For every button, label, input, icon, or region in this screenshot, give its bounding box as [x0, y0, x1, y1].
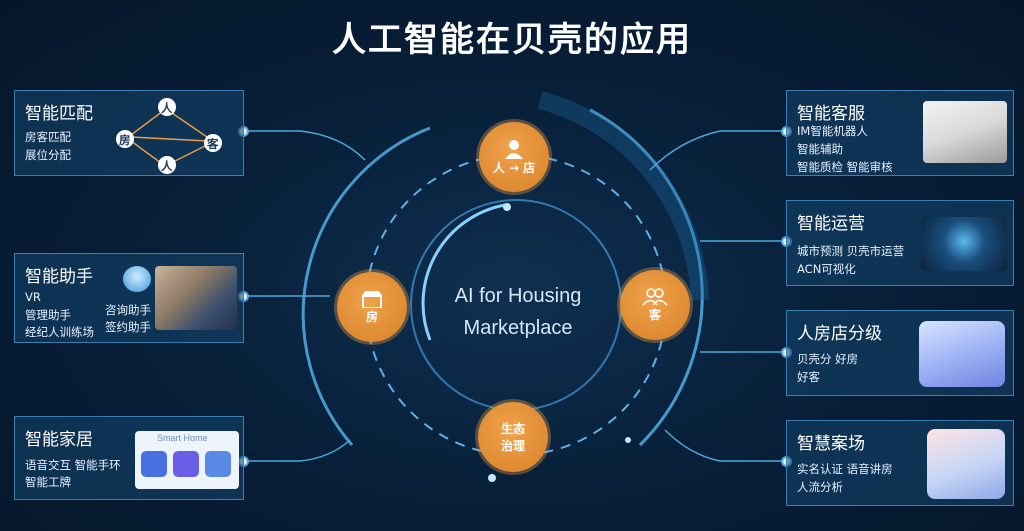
panel-line: 人流分析 [797, 480, 843, 494]
grading-illustration [919, 321, 1005, 387]
sales-site-illustration [927, 429, 1005, 499]
panel-line: VR [25, 290, 41, 304]
panel-title: 智能助手 [25, 267, 93, 287]
panel-line: 经纪人训练场 [25, 325, 94, 339]
operation-chart-image [921, 217, 1007, 271]
diagram-node-person: 人 [161, 101, 173, 115]
panel-line: 语音交互 智能手环 [25, 458, 121, 472]
panel-line: 智能工牌 [25, 475, 71, 489]
diagram-node-guest: 客 [207, 137, 219, 151]
panel-smart-service: 智能客服 IM智能机器人 智能辅助 智能质检 智能审核 [786, 90, 1014, 176]
panel-smart-operation: 智能运营 城市预测 贝壳市运营 ACN可视化 [786, 200, 1014, 286]
smart-home-card: Smart Home [135, 431, 239, 489]
customer-service-image [923, 101, 1007, 163]
panel-smart-home: 智能家居 语音交互 智能手环 智能工牌 Smart Home [14, 416, 244, 500]
center-label: AI for Housing Marketplace [430, 280, 606, 344]
store-icon [362, 290, 382, 308]
panel-line: 贝壳分 好房 [797, 352, 859, 366]
panel-smart-assistant: 智能助手 VR 管理助手 经纪人训练场 咨询助手 签约助手 [14, 253, 244, 343]
panel-grading: 人房店分级 贝壳分 好房 好客 [786, 310, 1014, 396]
voice-icon [141, 451, 167, 477]
panel-line: 展位分配 [25, 148, 71, 162]
match-diagram [116, 98, 222, 174]
vr-phone-image [155, 266, 237, 330]
node-top-label: 人 → 店 [492, 160, 536, 175]
node-left-label: 房 [365, 309, 378, 324]
group-icon [642, 287, 668, 306]
panel-line: 城市预测 贝壳市运营 [797, 244, 905, 258]
node-guest: 客 [620, 270, 690, 340]
home-icon [205, 451, 231, 477]
node-house: 房 [337, 272, 407, 342]
panel-title: 智能运营 [797, 214, 865, 234]
node-person-store: 人 → 店 [479, 122, 549, 192]
panel-title: 人房店分级 [797, 324, 882, 344]
chart-icon [173, 451, 199, 477]
panel-line: ACN可视化 [797, 262, 856, 276]
panel-line: IM智能机器人 [797, 124, 868, 138]
node-right-label: 客 [648, 307, 661, 322]
panel-title: 智能客服 [797, 104, 865, 124]
robot-icon [123, 266, 151, 292]
panel-line: 房客匹配 [25, 130, 71, 144]
page-title: 人工智能在贝壳的应用 [332, 20, 692, 60]
panel-title: 智能家居 [25, 430, 93, 450]
diagram-node-person: 人 [161, 159, 173, 173]
node-bottom-label: 生态 治理 [500, 422, 525, 453]
panel-line: 管理助手 [25, 308, 71, 322]
panel-line: 好客 [797, 370, 820, 384]
diagram-node-house: 房 [119, 133, 131, 147]
panel-line: 智能辅助 [797, 142, 843, 156]
center-line1: AI for Housing [454, 285, 582, 307]
panel-smart-sales-site: 智慧案场 实名认证 语音讲房 人流分析 [786, 420, 1014, 506]
person-icon [505, 139, 523, 159]
panel-title: 智慧案场 [797, 434, 865, 454]
smart-home-label: Smart Home [157, 433, 208, 443]
panel-title: 智能匹配 [25, 104, 93, 124]
node-ecosystem: 生态 治理 [478, 402, 548, 472]
panel-line: 智能质检 智能审核 [797, 160, 893, 174]
center-line2: Marketplace [463, 317, 573, 339]
panel-line: 实名认证 语音讲房 [797, 462, 893, 476]
panel-line: 签约助手 [105, 320, 151, 334]
panel-line: 咨询助手 [105, 303, 151, 317]
panel-smart-match: 智能匹配 房客匹配 展位分配 人 房 客 人 [14, 90, 244, 176]
